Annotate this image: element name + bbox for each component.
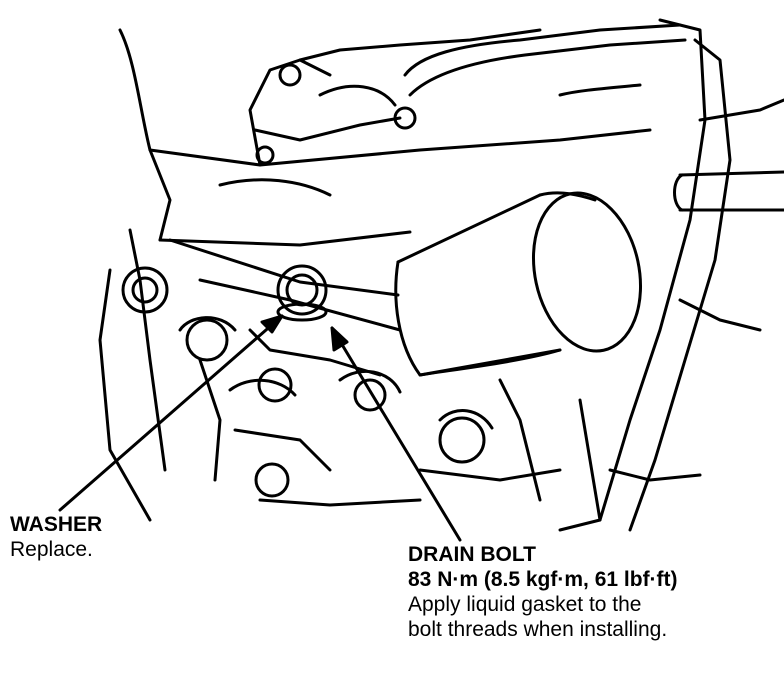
frame-bracket bbox=[558, 18, 784, 532]
washer-leader-line bbox=[58, 314, 284, 512]
washer-note: Replace. bbox=[10, 538, 93, 561]
drain-bolt-title: DRAIN BOLT bbox=[408, 543, 536, 566]
drain-bolt-callout: DRAIN BOLT 83 N·m (8.5 kgf·m, 61 lbf·ft)… bbox=[408, 542, 678, 642]
bolt-head-icon bbox=[278, 63, 302, 87]
bolt-head-icon bbox=[255, 145, 275, 165]
arrow-head-icon bbox=[260, 314, 284, 334]
mount-edge bbox=[168, 238, 400, 297]
washer-ring bbox=[276, 302, 328, 322]
drain-bolt-note-line2: bolt threads when installing. bbox=[408, 618, 668, 641]
drain-bolt-assembly bbox=[276, 264, 328, 322]
coolant-pipes bbox=[403, 23, 784, 212]
leader-arrows bbox=[58, 314, 462, 542]
washer-title: WASHER bbox=[10, 513, 103, 536]
arrow-head-icon bbox=[330, 326, 349, 352]
lower-housing bbox=[98, 228, 562, 522]
drain-bolt-torque: 83 N·m (8.5 kgf·m, 61 lbf·ft) bbox=[408, 568, 678, 591]
washer-callout: WASHER Replace. bbox=[10, 512, 102, 562]
drain-bolt-note-line1: Apply liquid gasket to the bbox=[408, 593, 642, 616]
oil-filter bbox=[394, 191, 643, 377]
bolt-head-icon bbox=[393, 106, 417, 130]
engine-block-upper bbox=[118, 28, 652, 247]
drain-bolt-leader-line bbox=[330, 326, 462, 542]
